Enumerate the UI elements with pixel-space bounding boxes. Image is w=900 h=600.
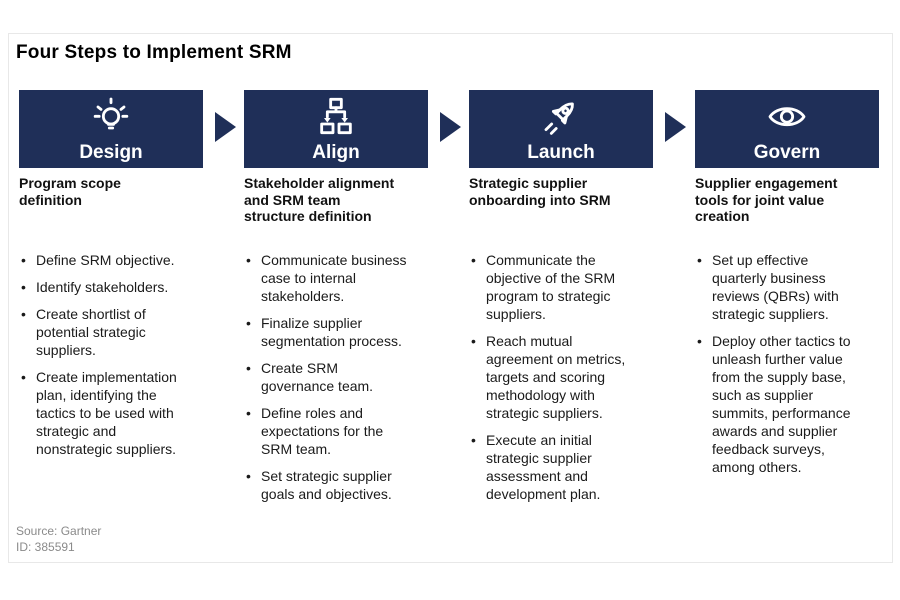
step-subtitle: Program scope definition xyxy=(19,175,121,208)
step-subtitle: Supplier engagement tools for joint valu… xyxy=(695,175,838,224)
step-bullet-list: Define SRM objective. Identify stakeholde… xyxy=(19,251,203,458)
step-label: Align xyxy=(312,142,360,163)
step-subtitle: Stakeholder alignment and SRM team struc… xyxy=(244,175,395,224)
source-note: Source: Gartner ID: 385591 xyxy=(16,523,101,555)
bullet-item: Execute an initial strategic supplier as… xyxy=(469,431,636,503)
step-header-align: Align xyxy=(244,90,428,168)
step-header-govern: Govern xyxy=(695,90,879,168)
step-header-launch: Launch xyxy=(469,90,653,168)
step-arrow-icon xyxy=(665,112,686,142)
step-header-design: Design xyxy=(19,90,203,168)
bullet-item: Set strategic supplier goals and objecti… xyxy=(244,467,411,503)
bullet-item: Create shortlist of potential strategic … xyxy=(19,305,186,359)
rocket-icon xyxy=(541,97,581,137)
step-label: Govern xyxy=(753,142,821,163)
bullet-item: Deploy other tactics to unleash further … xyxy=(695,332,862,476)
bullet-item: Define roles and expectations for the SR… xyxy=(244,404,411,458)
bullet-item: Reach mutual agreement on metrics, targe… xyxy=(469,332,636,422)
source-line: Source: Gartner xyxy=(16,524,102,538)
step-bullet-list: Communicate the objective of the SRM pro… xyxy=(469,251,653,503)
bullet-item: Finalize supplier segmentation process. xyxy=(244,314,411,350)
step-bullet-list: Set up effective quarterly business revi… xyxy=(695,251,879,476)
eye-icon xyxy=(767,97,807,137)
org-chart-icon xyxy=(316,97,356,137)
page-title: Four Steps to Implement SRM xyxy=(16,42,292,63)
step-subtitle: Strategic supplier onboarding into SRM xyxy=(469,175,611,208)
bullet-item: Identify stakeholders. xyxy=(19,278,186,296)
bullet-item: Create implementation plan, identifying … xyxy=(19,368,186,458)
bullet-item: Define SRM objective. xyxy=(19,251,186,269)
bullet-item: Communicate business case to internal st… xyxy=(244,251,411,305)
step-label: Launch xyxy=(527,142,595,163)
step-arrow-icon xyxy=(215,112,236,142)
bullet-item: Set up effective quarterly business revi… xyxy=(695,251,862,323)
source-id-line: ID: 385591 xyxy=(16,540,75,554)
bullet-item: Communicate the objective of the SRM pro… xyxy=(469,251,636,323)
step-arrow-icon xyxy=(440,112,461,142)
bullet-item: Create SRM governance team. xyxy=(244,359,411,395)
step-label: Design xyxy=(79,142,143,163)
lightbulb-icon xyxy=(91,97,131,137)
step-bullet-list: Communicate business case to internal st… xyxy=(244,251,428,503)
